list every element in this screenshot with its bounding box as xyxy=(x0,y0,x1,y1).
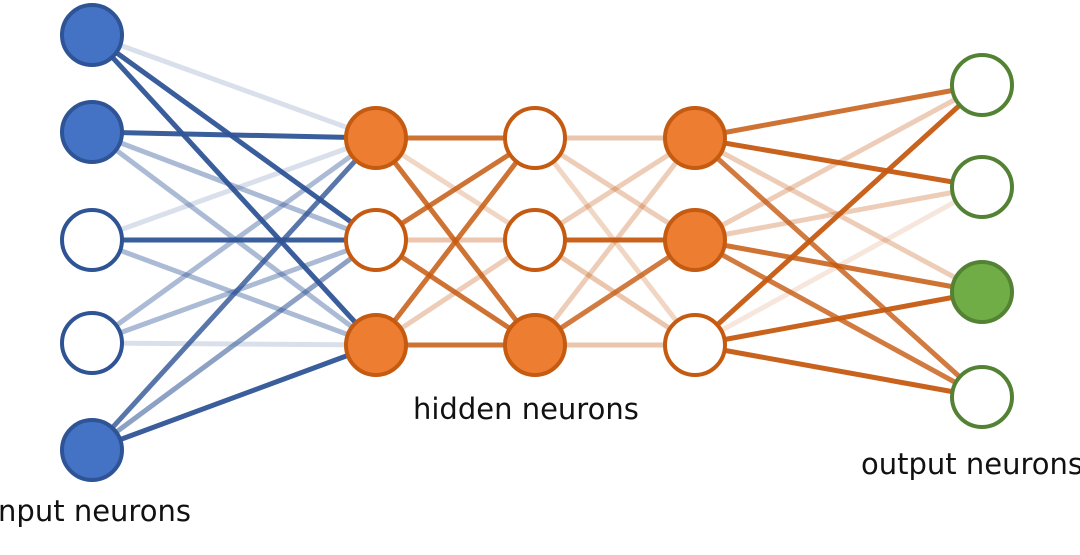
connection-hidden3-0-output-0 xyxy=(692,82,985,141)
output-neuron-4 xyxy=(950,365,1014,429)
input-neuron-5 xyxy=(60,418,124,482)
output-neuron-3 xyxy=(950,260,1014,324)
connection-hidden3-1-output-0 xyxy=(692,82,985,243)
output-neuron-1 xyxy=(950,53,1014,117)
input-neurons-label: input neurons xyxy=(0,494,191,528)
connection-input-4-hidden1-1 xyxy=(89,237,379,453)
output-neurons-label: output neurons xyxy=(861,447,1080,481)
connection-hidden1-2-hidden2-0 xyxy=(373,135,538,348)
connection-hidden3-1-output-2 xyxy=(692,237,985,295)
hidden1-neuron-3 xyxy=(344,313,408,377)
connection-hidden2-2-hidden3-0 xyxy=(532,135,698,348)
connection-hidden3-2-output-3 xyxy=(692,342,985,400)
input-neuron-1 xyxy=(60,3,124,67)
connection-input-2-hidden1-0 xyxy=(89,135,379,243)
connection-hidden3-2-output-0 xyxy=(692,82,985,348)
connection-input-0-hidden1-2 xyxy=(89,32,379,348)
connection-input-4-hidden1-2 xyxy=(89,342,379,453)
input-neuron-4 xyxy=(60,311,124,375)
hidden1-neuron-2 xyxy=(344,208,408,272)
connection-input-4-hidden1-0 xyxy=(89,135,379,453)
connection-input-3-hidden1-0 xyxy=(89,135,379,346)
hidden-neurons-label: hidden neurons xyxy=(413,392,639,426)
hidden3-neuron-3 xyxy=(663,313,727,377)
input-neuron-3 xyxy=(60,208,124,272)
connection-hidden3-0-output-1 xyxy=(692,135,985,190)
hidden2-neuron-2 xyxy=(503,208,567,272)
hidden1-neuron-1 xyxy=(344,106,408,170)
hidden3-neuron-2 xyxy=(663,208,727,272)
connection-input-1-hidden1-1 xyxy=(89,129,379,243)
hidden2-neuron-3 xyxy=(503,313,567,377)
connection-hidden3-2-output-2 xyxy=(692,289,985,348)
neurons xyxy=(60,3,1014,482)
hidden2-neuron-1 xyxy=(503,106,567,170)
hidden3-neuron-1 xyxy=(663,106,727,170)
output-neuron-2 xyxy=(950,155,1014,219)
connection-input-0-hidden1-0 xyxy=(89,32,379,141)
connection-input-1-hidden1-0 xyxy=(89,129,379,141)
connection-hidden3-2-output-1 xyxy=(692,184,985,348)
input-neuron-2 xyxy=(60,100,124,164)
